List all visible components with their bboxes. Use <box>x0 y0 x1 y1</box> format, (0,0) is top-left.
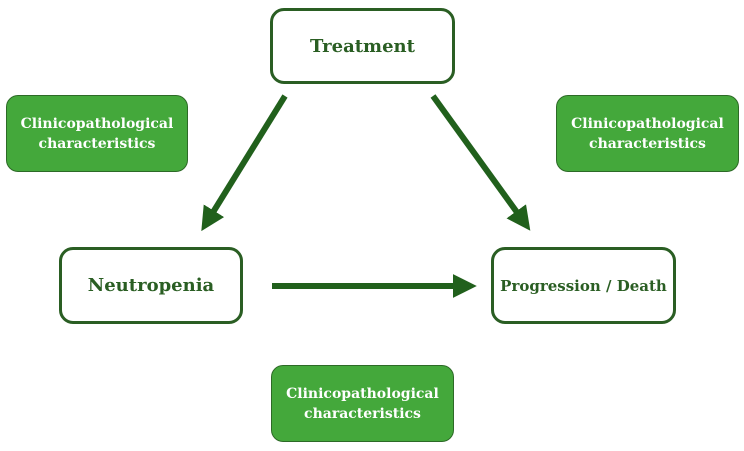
confounder-right-line2: characteristics <box>589 135 706 152</box>
treatment-node: Treatment <box>270 8 455 84</box>
treatment-label: Treatment <box>310 35 415 57</box>
confounder-bottom-line2: characteristics <box>304 405 421 422</box>
confounder-node-right: Clinicopathological characteristics <box>556 95 739 172</box>
progression-death-node: Progression / Death <box>491 247 676 324</box>
confounder-node-left: Clinicopathological characteristics <box>6 95 188 172</box>
confounder-bottom-line1: Clinicopathological <box>286 385 439 402</box>
arrow-treatment-to-neutropenia <box>201 94 288 232</box>
confounder-right-line1: Clinicopathological <box>571 115 724 132</box>
arrow-treatment-to-progression <box>430 94 531 231</box>
confounder-left-line1: Clinicopathological <box>20 115 174 132</box>
confounder-node-bottom: Clinicopathological characteristics <box>271 365 454 442</box>
confounder-left-line2: characteristics <box>38 135 156 152</box>
neutropenia-label: Neutropenia <box>87 275 215 296</box>
progression-death-label: Progression / Death <box>500 276 667 295</box>
neutropenia-node: Neutropenia <box>59 247 243 324</box>
